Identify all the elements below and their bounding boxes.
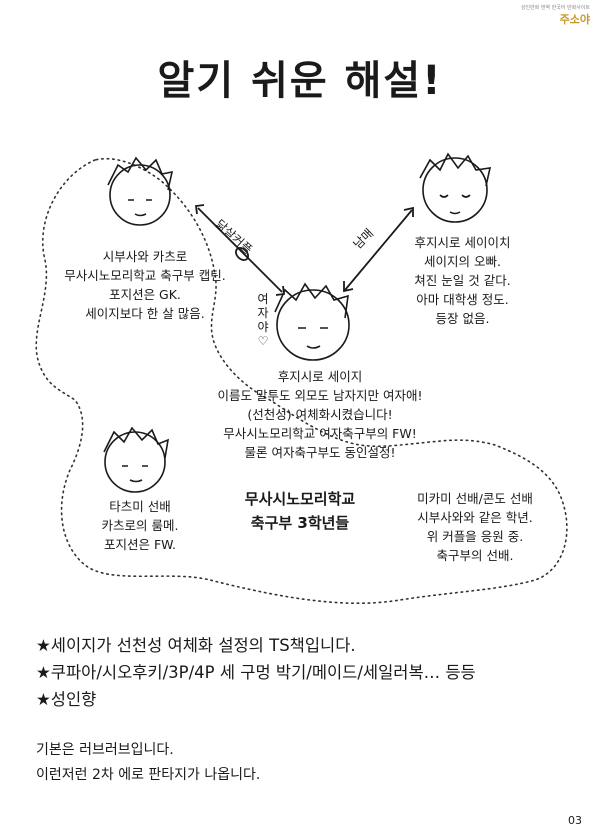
girl-label: 여 자 야 ♡ <box>257 292 269 348</box>
katsuro-head-icon <box>107 156 174 226</box>
seiji-description: 후지시로 세이지 이름도 말투도 외모도 남자지만 여자애! (선천성) 여체화… <box>217 369 423 460</box>
seiichi-head-icon <box>419 152 492 223</box>
seiji-head-icon <box>274 282 350 361</box>
group-label: 무사시노모리학교 축구부 3학년들 <box>244 490 356 532</box>
sibling-arrow <box>343 206 414 293</box>
note-line: ★세이지가 선천성 여체화 설정의 TS책입니다. <box>36 636 356 655</box>
tachimi-head-icon <box>103 426 170 493</box>
tachimi-description: 타츠미 선배 카츠로의 룸메. 포지션은 FW. <box>101 499 179 552</box>
basic-summary: 기본은 러브러브입니다. 이런저런 2차 에로 판타지가 나옵니다. <box>36 742 261 783</box>
katsuro-description: 시부사와 카츠로 무사시노모리학교 축구부 캡틴. 포지션은 GK. 세이지보다… <box>64 249 226 321</box>
note-line: ★성인향 <box>36 690 97 709</box>
logo-tagline: 성인만화 번역 한국어 만화사이트 <box>520 5 590 11</box>
mikami-description: 미카미 선배/콘도 선배 시부사와와 같은 학년. 위 커플을 응원 중. 축구… <box>417 491 533 563</box>
seiichi-description: 후지시로 세이이치 세이지의 오빠. 쳐진 눈일 것 같다. 아마 대학생 정도… <box>414 235 511 326</box>
logo-name: 주소야 <box>559 13 590 26</box>
page-title: 알기 쉬운 해설! <box>157 58 443 104</box>
group-dotted-outline <box>35 157 568 605</box>
site-logo: 성인만화 번역 한국어 만화사이트 주소야 <box>520 4 590 26</box>
note-line: ★쿠파아/시오후키/3P/4P 세 구멍 박기/메이드/세일러복… 등등 <box>36 663 476 682</box>
content-notes: ★세이지가 선천성 여체화 설정의 TS책입니다. ★쿠파아/시오후키/3P/4… <box>36 632 476 713</box>
page-number: 03 <box>568 814 582 827</box>
